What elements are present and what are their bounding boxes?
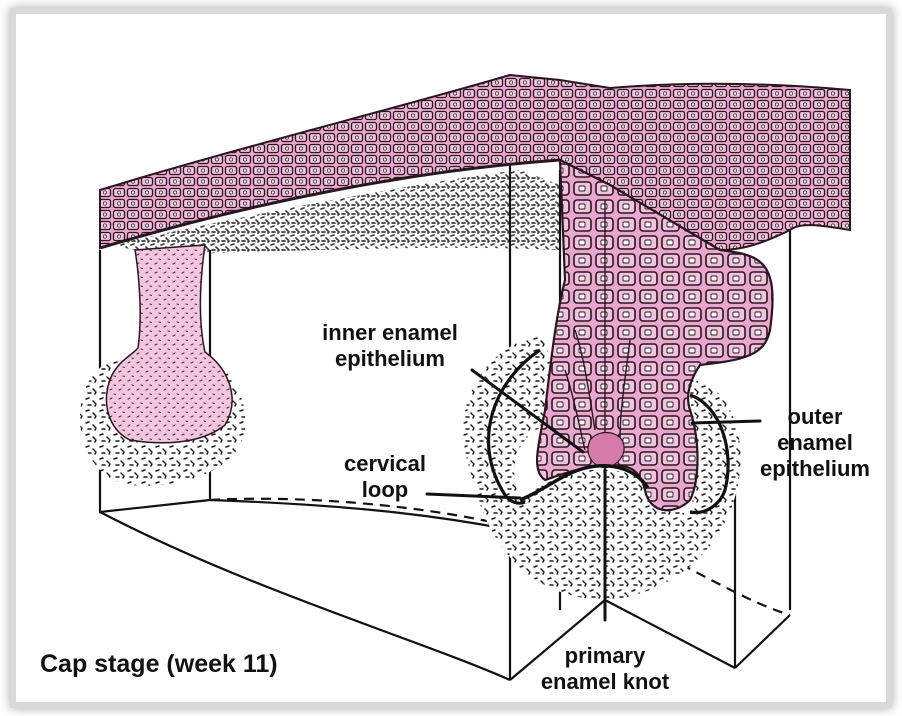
figure-caption: Cap stage (week 11) — [40, 650, 278, 679]
label-cervical-loop: cervical loop — [325, 451, 445, 503]
label-inner-enamel-line2: epithelium — [300, 346, 480, 372]
label-cervical-line2: loop — [325, 477, 445, 503]
label-primary-line2: enamel knot — [525, 669, 685, 695]
label-cervical-line1: cervical — [325, 451, 445, 477]
label-outer-line1: outer — [740, 404, 890, 430]
label-inner-enamel-line1: inner enamel — [300, 320, 480, 346]
label-primary-line1: primary — [525, 643, 685, 669]
label-outer-line2: enamel — [740, 430, 890, 456]
dental-lamina-left — [106, 245, 232, 443]
label-outer-enamel-epithelium: outer enamel epithelium — [740, 404, 890, 482]
label-outer-line3: epithelium — [740, 456, 890, 482]
label-inner-enamel-epithelium: inner enamel epithelium — [300, 320, 480, 372]
label-primary-enamel-knot: primary enamel knot — [525, 643, 685, 695]
